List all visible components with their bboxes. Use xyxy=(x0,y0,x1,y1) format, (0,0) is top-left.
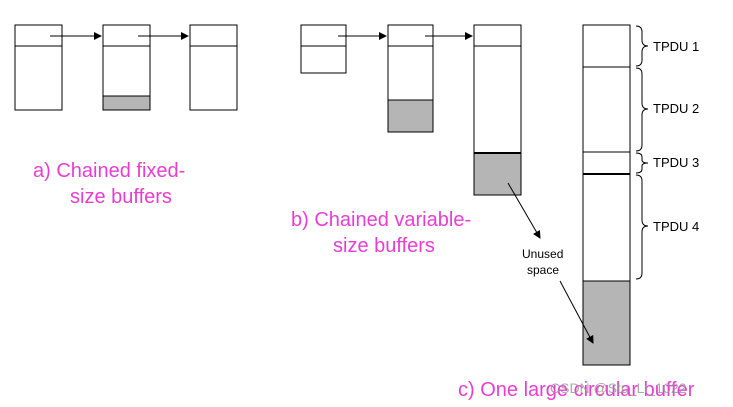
panel-b-caption-line2: size buffers xyxy=(333,235,435,257)
unused-arrow-b xyxy=(507,182,541,239)
panel-c-circular-buffer: TPDU 1 TPDU 2 TPDU 3 TPDU 4 Unused space… xyxy=(458,24,699,401)
tpdu-3-label: TPDU 3 xyxy=(653,155,699,170)
variable-buffer-1 xyxy=(300,24,347,74)
tpdu-2-brace xyxy=(635,67,649,152)
fixed-buffer-1 xyxy=(14,24,63,111)
tpdu-1-brace xyxy=(635,25,649,67)
variable-buffer-3-filled xyxy=(473,152,522,196)
circular-buffer-unused xyxy=(582,280,631,366)
tpdu-4-label: TPDU 4 xyxy=(653,219,699,234)
tpdu-4-brace xyxy=(635,174,649,280)
unused-space-label-line2: space xyxy=(527,263,559,277)
panel-b-caption-line1: b) Chained variable- xyxy=(291,209,471,231)
fixed-buffer-2-filled xyxy=(102,95,151,111)
tpdu-1-label: TPDU 1 xyxy=(653,39,699,54)
panel-a-caption-line1: a) Chained fixed- xyxy=(33,160,185,182)
unused-space-label-line1: Unused xyxy=(522,247,563,261)
panel-c-caption: c) One large circular buffer xyxy=(458,379,695,401)
tpdu-3-brace xyxy=(635,152,649,174)
panel-b-variable-buffers: b) Chained variable- size buffers xyxy=(291,24,522,257)
fixed-buffer-3 xyxy=(189,24,238,111)
panel-a-fixed-buffers: a) Chained fixed- size buffers xyxy=(14,24,238,208)
unused-arrow-c xyxy=(559,280,594,344)
tpdu-2-label: TPDU 2 xyxy=(653,101,699,116)
variable-buffer-2-filled xyxy=(387,99,434,133)
panel-a-caption-line2: size buffers xyxy=(70,186,172,208)
watermark: CSDN @Stu_Li_1022 xyxy=(550,380,687,396)
